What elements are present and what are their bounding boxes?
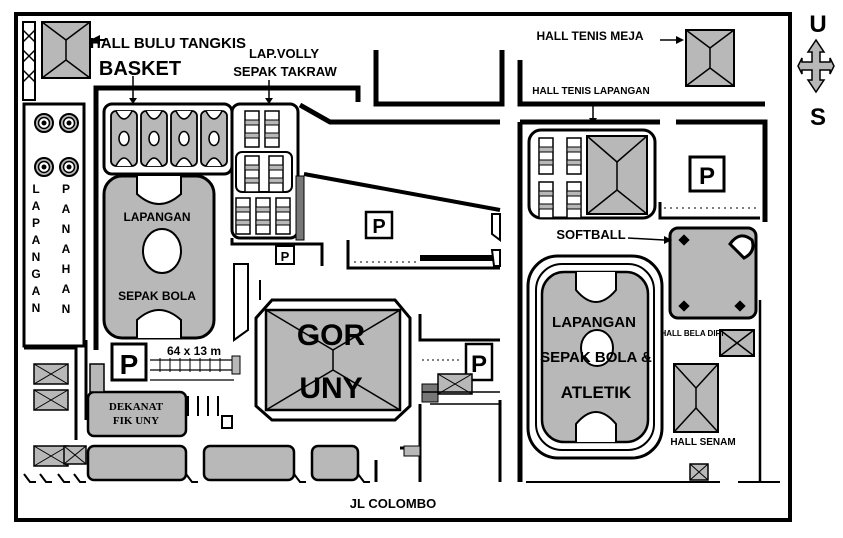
svg-text:L: L [32, 182, 39, 196]
parking-bottom-left [110, 342, 148, 382]
map-border [14, 12, 792, 522]
svg-text:N: N [32, 301, 41, 315]
hall-tenis-meja-building [685, 29, 735, 87]
archery-field [22, 102, 86, 348]
softball-label: SOFTBALL [556, 227, 625, 242]
svg-text:N: N [62, 222, 71, 236]
hall-tenis-meja-label: HALL TENIS MEJA [536, 29, 643, 43]
parking-center [364, 210, 394, 240]
svg-text:P: P [120, 349, 139, 380]
svg-text:P: P [471, 351, 487, 378]
street-label: JL COLOMBO [350, 496, 436, 511]
sepak-takraw-label: SEPAK TAKRAW [233, 64, 337, 79]
hall-senam-label: HALL SENAM [670, 437, 735, 448]
bottom-building-1 [86, 444, 188, 482]
parking-size-label: 64 x 13 m [167, 344, 221, 358]
hall-bulu-tangkis-building [41, 21, 91, 79]
svg-text:A: A [62, 242, 71, 256]
parking-right-top [688, 155, 726, 193]
athletics-label-3: ATLETIK [561, 383, 632, 402]
svg-text:S: S [810, 104, 826, 131]
svg-text:A: A [32, 284, 41, 298]
svg-text:FIK UNY: FIK UNY [113, 415, 159, 427]
svg-text:P: P [281, 249, 290, 264]
svg-text:P: P [372, 216, 385, 238]
athletics-label-2: SEPAK BOLA & [540, 349, 652, 366]
lapangan-label-vertical: L A P A N G A N [31, 182, 40, 315]
hall-bulu-tangkis-label: HALL BULU TANGKIS [90, 35, 246, 52]
hall-tenis-lapangan-label: HALL TENIS LAPANGAN [532, 86, 649, 97]
panahan-label-vertical: P A N A H A N [62, 182, 71, 316]
parking-small [275, 245, 295, 265]
svg-text:A: A [62, 282, 71, 296]
lap-volly-label: LAP.VOLLY [249, 46, 319, 61]
svg-text:G: G [31, 267, 40, 281]
top-road-wall [93, 85, 361, 102]
dekanat-fik-building [86, 390, 188, 438]
svg-text:P: P [32, 216, 40, 230]
gor-label: GOR [297, 319, 366, 352]
svg-text:H: H [62, 262, 71, 276]
soccer-left-label-2: SEPAK BOLA [118, 289, 196, 303]
svg-text:P: P [699, 163, 715, 190]
uny-label: UNY [299, 372, 362, 405]
svg-text:N: N [62, 302, 71, 316]
soccer-left-label-1: LAPANGAN [123, 210, 190, 224]
bottom-building-3 [310, 444, 360, 482]
basket-label: BASKET [99, 58, 181, 80]
hall-bela-diri-label: HALL BELA DIRI [660, 329, 723, 338]
bottom-building-2 [202, 444, 296, 482]
svg-text:P: P [62, 182, 70, 196]
svg-text:U: U [809, 11, 826, 38]
compass: U S [797, 11, 835, 131]
svg-text:A: A [32, 233, 41, 247]
svg-text:A: A [62, 202, 71, 216]
svg-text:N: N [32, 250, 41, 264]
svg-text:A: A [32, 199, 41, 213]
svg-text:DEKANAT: DEKANAT [109, 401, 164, 413]
athletics-label-1: LAPANGAN [552, 314, 636, 331]
compass-arrows-icon [797, 38, 835, 94]
